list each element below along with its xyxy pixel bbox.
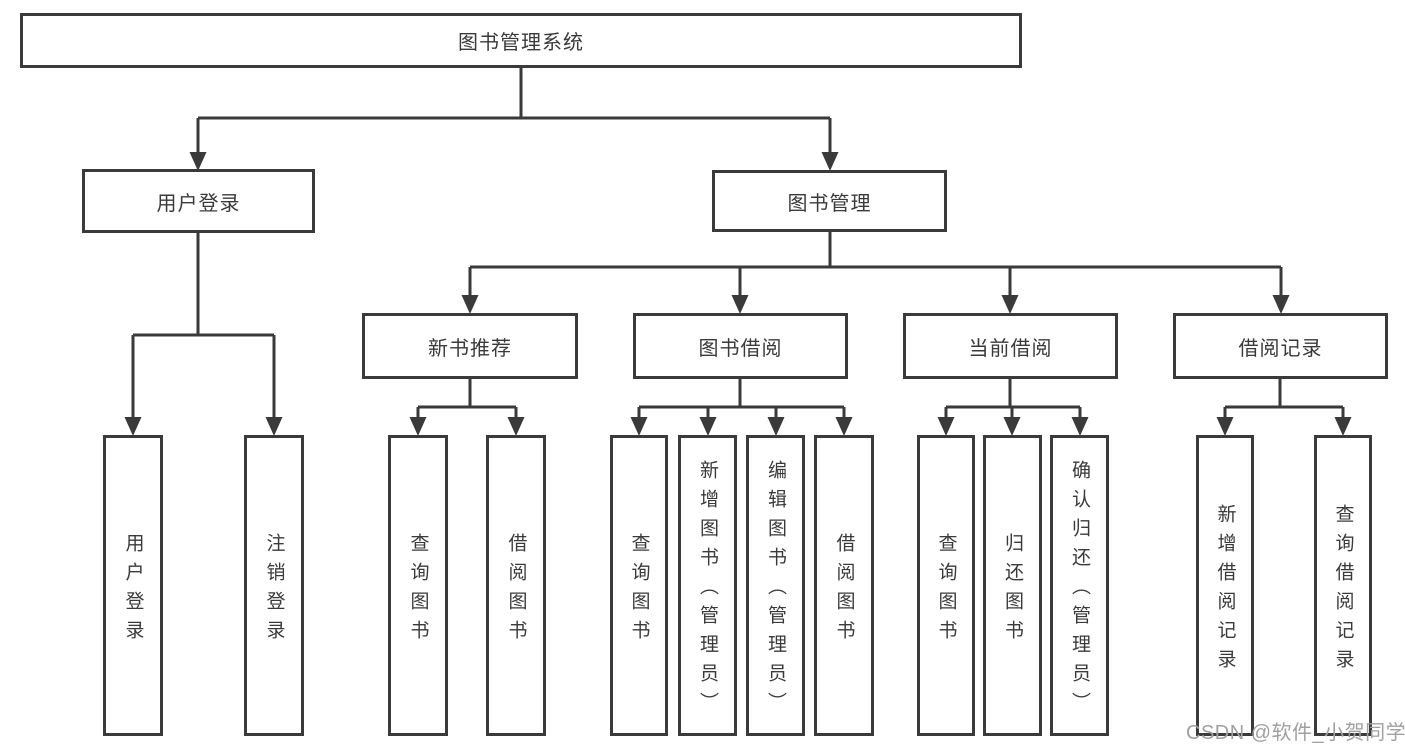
node-borrow-record: 借阅记录 — [1173, 313, 1388, 379]
leaf-logout: 注销登录 — [244, 435, 304, 736]
leaf-query-borrow-record-label: 查询借阅记录 — [1332, 503, 1354, 678]
csdn-watermark: CSDN @软件_小贺同学 — [1186, 722, 1405, 744]
node-borrow-record-label: 借阅记录 — [1238, 337, 1323, 360]
node-book-borrow-label: 图书借阅 — [698, 337, 783, 360]
leaf-confirm-return-admin-label: 确认归还（管理员） — [1069, 460, 1090, 721]
leaf-user-login: 用户登录 — [103, 435, 163, 736]
leaf-borrow-book: 借阅图书 — [814, 435, 874, 736]
node-current-borrow: 当前借阅 — [903, 313, 1118, 379]
leaf-recommend-borrow-book-label: 借阅图书 — [505, 532, 527, 649]
leaf-edit-book-admin-label: 编辑图书（管理员） — [765, 460, 786, 721]
leaf-logout-label: 注销登录 — [263, 532, 285, 649]
leaf-current-query-book-label: 查询图书 — [935, 532, 957, 649]
leaf-add-borrow-record-label: 新增借阅记录 — [1214, 503, 1236, 678]
leaf-recommend-borrow-book: 借阅图书 — [486, 435, 546, 736]
leaf-borrow-query-book: 查询图书 — [610, 435, 668, 736]
leaf-user-login-label: 用户登录 — [122, 532, 144, 649]
leaf-recommend-query-book-label: 查询图书 — [407, 532, 429, 649]
node-book-management-label: 图书管理 — [787, 192, 872, 215]
leaf-add-borrow-record: 新增借阅记录 — [1196, 435, 1254, 736]
node-book-management: 图书管理 — [712, 170, 947, 232]
node-current-borrow-label: 当前借阅 — [968, 337, 1053, 360]
leaf-return-book: 归还图书 — [983, 435, 1042, 736]
leaf-confirm-return-admin: 确认归还（管理员） — [1050, 435, 1109, 736]
leaf-current-query-book: 查询图书 — [917, 435, 975, 736]
leaf-return-book-label: 归还图书 — [1002, 532, 1023, 649]
node-new-book-recommend: 新书推荐 — [362, 313, 578, 379]
node-user-login-label: 用户登录 — [156, 192, 241, 215]
node-book-borrow: 图书借阅 — [633, 313, 848, 379]
leaf-recommend-query-book: 查询图书 — [388, 435, 448, 736]
node-user-login: 用户登录 — [82, 169, 315, 233]
leaf-borrow-book-label: 借阅图书 — [833, 532, 855, 649]
leaf-edit-book-admin: 编辑图书（管理员） — [746, 435, 805, 736]
node-new-book-recommend-label: 新书推荐 — [428, 337, 512, 360]
leaf-add-book-admin: 新增图书（管理员） — [678, 435, 737, 736]
leaf-query-borrow-record: 查询借阅记录 — [1314, 435, 1372, 736]
leaf-add-book-admin-label: 新增图书（管理员） — [697, 460, 718, 721]
node-root-label: 图书管理系统 — [458, 32, 584, 54]
leaf-borrow-query-book-label: 查询图书 — [628, 532, 650, 649]
node-root: 图书管理系统 — [20, 13, 1022, 68]
